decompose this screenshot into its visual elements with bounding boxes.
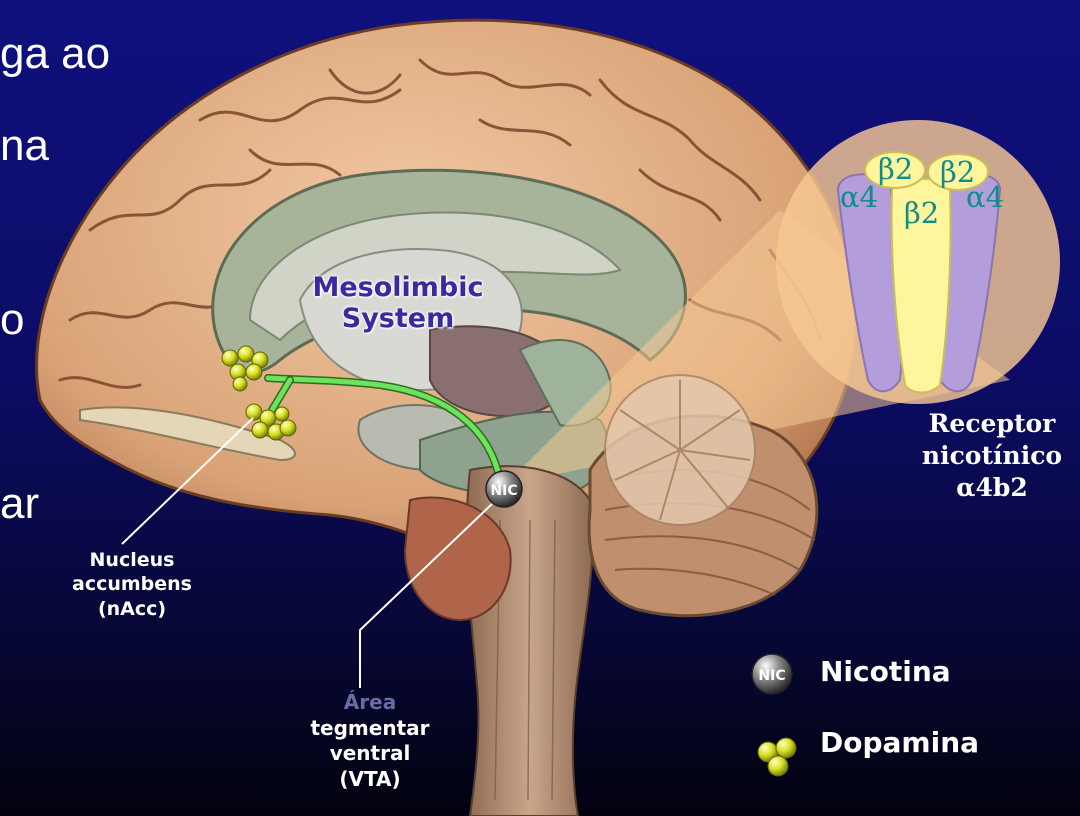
receptor-zoom (776, 120, 1060, 404)
subunit-label-beta-left: β2 (878, 152, 913, 186)
nic-marker-text: NIC (490, 483, 517, 499)
receptor-label-line-1: Receptor (904, 408, 1080, 440)
receptor-label-line-3: α4b2 (904, 472, 1080, 504)
legend-dopamine-icon (758, 738, 796, 776)
nacc-label-line-2: accumbens (52, 572, 212, 596)
nucleus-accumbens-label: Nucleus accumbens (nAcc) (52, 548, 212, 621)
legend-dopamine-label: Dopamina (820, 726, 979, 759)
mesolimbic-system-label-line-2: System (300, 303, 496, 334)
mesolimbic-system-label: Mesolimbic System (300, 272, 496, 334)
mesolimbic-system-label-line-1: Mesolimbic (300, 272, 496, 303)
subunit-label-alpha-left: α4 (840, 180, 878, 214)
subunit-label-alpha-right: α4 (966, 180, 1004, 214)
vta-label-line-4: (VTA) (290, 767, 450, 793)
vta-label-line-2: tegmentar (290, 716, 450, 742)
receptor-label: Receptor nicotínico α4b2 (904, 408, 1080, 504)
vta-label-line-3: ventral (290, 741, 450, 767)
nacc-label-line-1: Nucleus (52, 548, 212, 572)
legend-nicotine-icon: NIC (752, 654, 792, 694)
nacc-label-line-3: (nAcc) (52, 597, 212, 621)
vta-label-line-1: Área (290, 690, 450, 716)
legend-nicotine-icon-text: NIC (758, 668, 785, 684)
receptor-label-line-2: nicotínico (904, 440, 1080, 472)
nic-marker: NIC (486, 471, 522, 507)
legend-nicotine-label: Nicotina (820, 655, 951, 688)
subunit-label-beta-center: β2 (904, 196, 939, 230)
vta-label: Área tegmentar ventral (VTA) (290, 690, 450, 792)
